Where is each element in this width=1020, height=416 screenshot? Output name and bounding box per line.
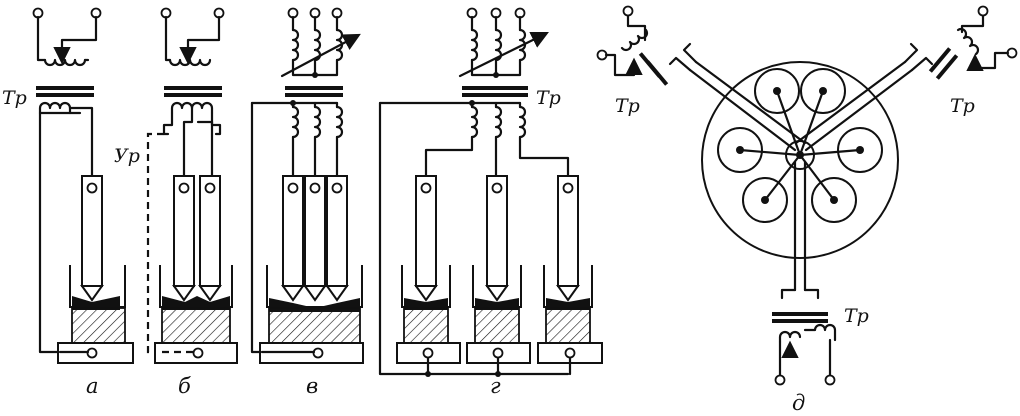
panel-b: Ур б [114,7,238,398]
panel-d-caption: д [792,391,805,415]
panel-d-transformer-label-left: Тр [615,95,640,117]
panel-g-caption: г [490,374,501,398]
panel-g-transformer-label: Тр [536,87,561,109]
panel-v-caption: в [306,374,318,398]
panel-v: в [250,7,364,398]
panel-d-transformer-label-right: Тр [950,95,975,117]
panel-d: Тр Тр Тр д [596,5,1018,415]
panel-a: Тр а [2,7,134,398]
panel-a-caption: а [86,374,99,398]
panel-g: Тр г [378,7,603,398]
panel-a-transformer-label: Тр [2,87,27,109]
panel-d-transformer-label-bottom: Тр [844,305,869,327]
panel-b-regulator-label: Ур [114,145,140,167]
panel-b-caption: б [178,374,191,398]
